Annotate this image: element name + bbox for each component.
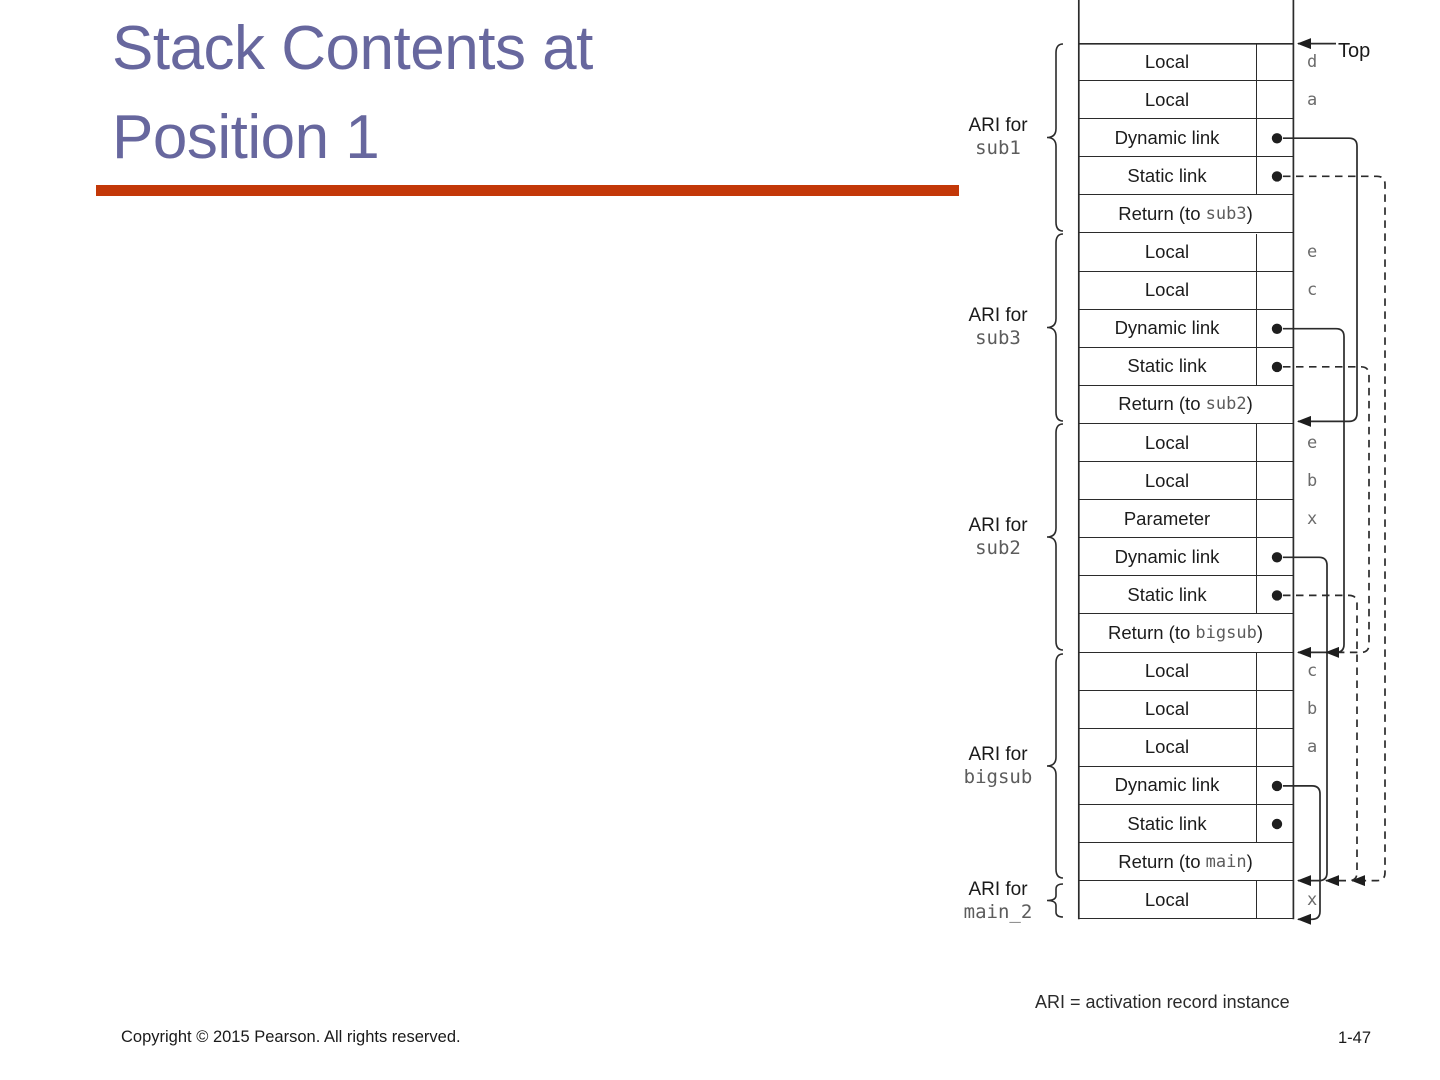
cell-divider (1256, 233, 1257, 271)
stack-row: Local a (1078, 728, 1317, 767)
title-rule (96, 185, 959, 196)
stack-row: Static link (1078, 157, 1293, 196)
stack-row: Local c (1078, 652, 1317, 691)
variable-label: e (1307, 432, 1318, 453)
copyright-text: Copyright © 2015 Pearson. All rights res… (121, 1028, 461, 1046)
stack-cell-label: Local (1144, 469, 1190, 491)
stack-top-label: Top (1338, 40, 1371, 62)
ari-label-sub3: ARI for sub3 (968, 305, 1028, 349)
title-line-2: Position 1 (112, 103, 380, 172)
stack-cell-label: Static link (1127, 583, 1207, 605)
variable-label: x (1307, 508, 1318, 529)
variable-label: d (1307, 51, 1318, 72)
stack-row: Local b (1078, 690, 1317, 729)
cell-divider (1256, 347, 1257, 385)
cell-divider (1256, 81, 1257, 119)
page-number: 1-47 (1338, 1029, 1372, 1047)
stack-cell-label: Return (to bigsub) (1108, 622, 1263, 644)
stack-cell-label: Dynamic link (1114, 126, 1220, 148)
cell-divider (1256, 309, 1257, 347)
sub1-static-link-arrow (1283, 175, 1386, 887)
dynamic-link-arrows (1283, 137, 1358, 925)
cell-divider (1256, 500, 1257, 538)
variable-label: b (1307, 470, 1318, 491)
cell-divider (1256, 576, 1257, 614)
cell-divider (1256, 805, 1257, 843)
stack-cell-label: Static link (1127, 164, 1207, 186)
stack-row: Return (to sub2) (1078, 386, 1293, 424)
cell-divider (1256, 271, 1257, 309)
stack-row: Local d (1078, 43, 1317, 82)
stack-row: Dynamic link (1078, 766, 1293, 805)
variable-label: b (1307, 699, 1318, 720)
ari-label-sub2: ARI for sub2 (968, 515, 1028, 559)
stack-cell-label: Dynamic link (1114, 317, 1220, 339)
stack-cell-label: Dynamic link (1114, 545, 1220, 567)
title-line-1: Stack Contents at (112, 14, 593, 83)
cell-divider (1256, 538, 1257, 576)
cell-divider (1256, 881, 1257, 919)
stack-row: Dynamic link (1078, 309, 1293, 348)
stack-cell-label: Local (1144, 279, 1190, 301)
stack-cell-label: Parameter (1123, 507, 1211, 529)
stack-row: Return (to sub3) (1078, 195, 1293, 234)
stack-row: Local e (1078, 424, 1317, 463)
stack-cell-label: Local (1144, 88, 1190, 110)
variable-label: c (1307, 280, 1318, 301)
stack-row: Local b (1078, 462, 1317, 501)
stack-row: Dynamic link (1078, 119, 1293, 158)
ari-label-main2: ARI for main_2 (963, 879, 1033, 923)
static-link-arrows (1283, 175, 1386, 887)
stack-row: Static link (1078, 805, 1293, 844)
stack-row: Static link (1078, 576, 1293, 615)
variable-label: a (1307, 89, 1318, 110)
sub3-static-link-arrow (1283, 365, 1370, 658)
ari-note: ARI = activation record instance (1035, 992, 1290, 1012)
cell-divider (1256, 119, 1257, 157)
stack-row: Local e (1078, 233, 1317, 272)
stack-row: Return (to bigsub) (1078, 615, 1293, 653)
stack-row: Local c (1078, 271, 1317, 310)
variable-label: x (1307, 889, 1318, 910)
ari-label-bigsub: ARI for bigsub (963, 744, 1033, 788)
stack-cell-label: Local (1144, 660, 1190, 682)
stack-cell-label: Static link (1127, 355, 1207, 377)
cell-divider (1256, 462, 1257, 500)
stack-row: Return (to main) (1078, 843, 1293, 882)
stack-cell-label: Local (1144, 736, 1190, 758)
stack-cell-label: Return (to sub2) (1118, 393, 1253, 415)
stack-cell-label: Local (1144, 241, 1190, 263)
stack-row: Local a (1078, 81, 1317, 120)
cell-divider (1256, 43, 1257, 81)
cell-divider (1256, 690, 1257, 728)
cell-divider (1256, 424, 1257, 462)
variable-label: e (1307, 242, 1318, 263)
stack-cell-label: Local (1144, 888, 1190, 910)
stack-cell-label: Local (1144, 431, 1190, 453)
stack-cell-label: Dynamic link (1114, 774, 1220, 796)
stack-row: Local x (1078, 881, 1317, 920)
cell-divider (1256, 766, 1257, 804)
stack-cell-label: Local (1144, 50, 1190, 72)
cell-divider (1256, 157, 1257, 195)
cell-divider (1256, 728, 1257, 766)
sub2-static-link-arrow (1283, 594, 1358, 887)
variable-label: a (1307, 737, 1318, 758)
stack-row: Static link (1078, 347, 1293, 386)
stack-cell-label: Return (to main) (1118, 850, 1253, 872)
stack-cell-label: Return (to sub3) (1118, 202, 1253, 224)
stack-cell-label: Static link (1127, 812, 1207, 834)
stack-row: Parameter x (1078, 500, 1317, 539)
ari-label-sub1: ARI for sub1 (968, 115, 1028, 159)
sub1-dynamic-link-arrow (1283, 137, 1358, 427)
stack-cell-label: Local (1144, 698, 1190, 720)
page-title: Stack Contents at Position 1 (112, 4, 593, 182)
stack-row: Dynamic link (1078, 538, 1293, 577)
cell-divider (1256, 652, 1257, 690)
variable-label: c (1307, 661, 1318, 682)
